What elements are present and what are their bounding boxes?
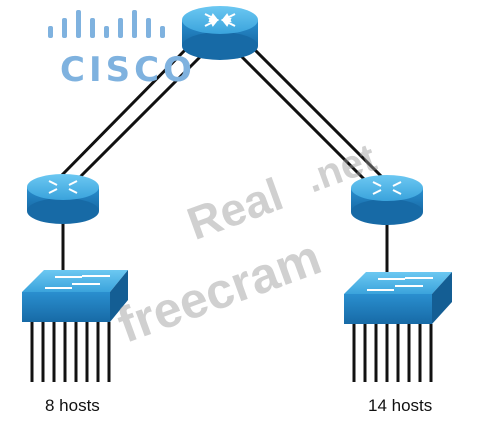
host-lines-right bbox=[352, 324, 433, 382]
cisco-logo-text: CISCO bbox=[60, 50, 196, 90]
wan-link-left bbox=[60, 43, 204, 185]
left-hosts-label: 8 hosts bbox=[45, 396, 100, 415]
host-lines-left bbox=[30, 322, 111, 382]
router-right-icon bbox=[351, 175, 423, 225]
switch-right-icon bbox=[344, 272, 452, 324]
switch-left-icon bbox=[22, 270, 128, 322]
router-left-icon bbox=[27, 174, 99, 224]
router-top-icon bbox=[182, 6, 258, 60]
right-hosts-label: 14 hosts bbox=[368, 396, 433, 415]
cisco-logo-bars-icon bbox=[48, 10, 165, 38]
wan-link-right bbox=[238, 45, 384, 187]
